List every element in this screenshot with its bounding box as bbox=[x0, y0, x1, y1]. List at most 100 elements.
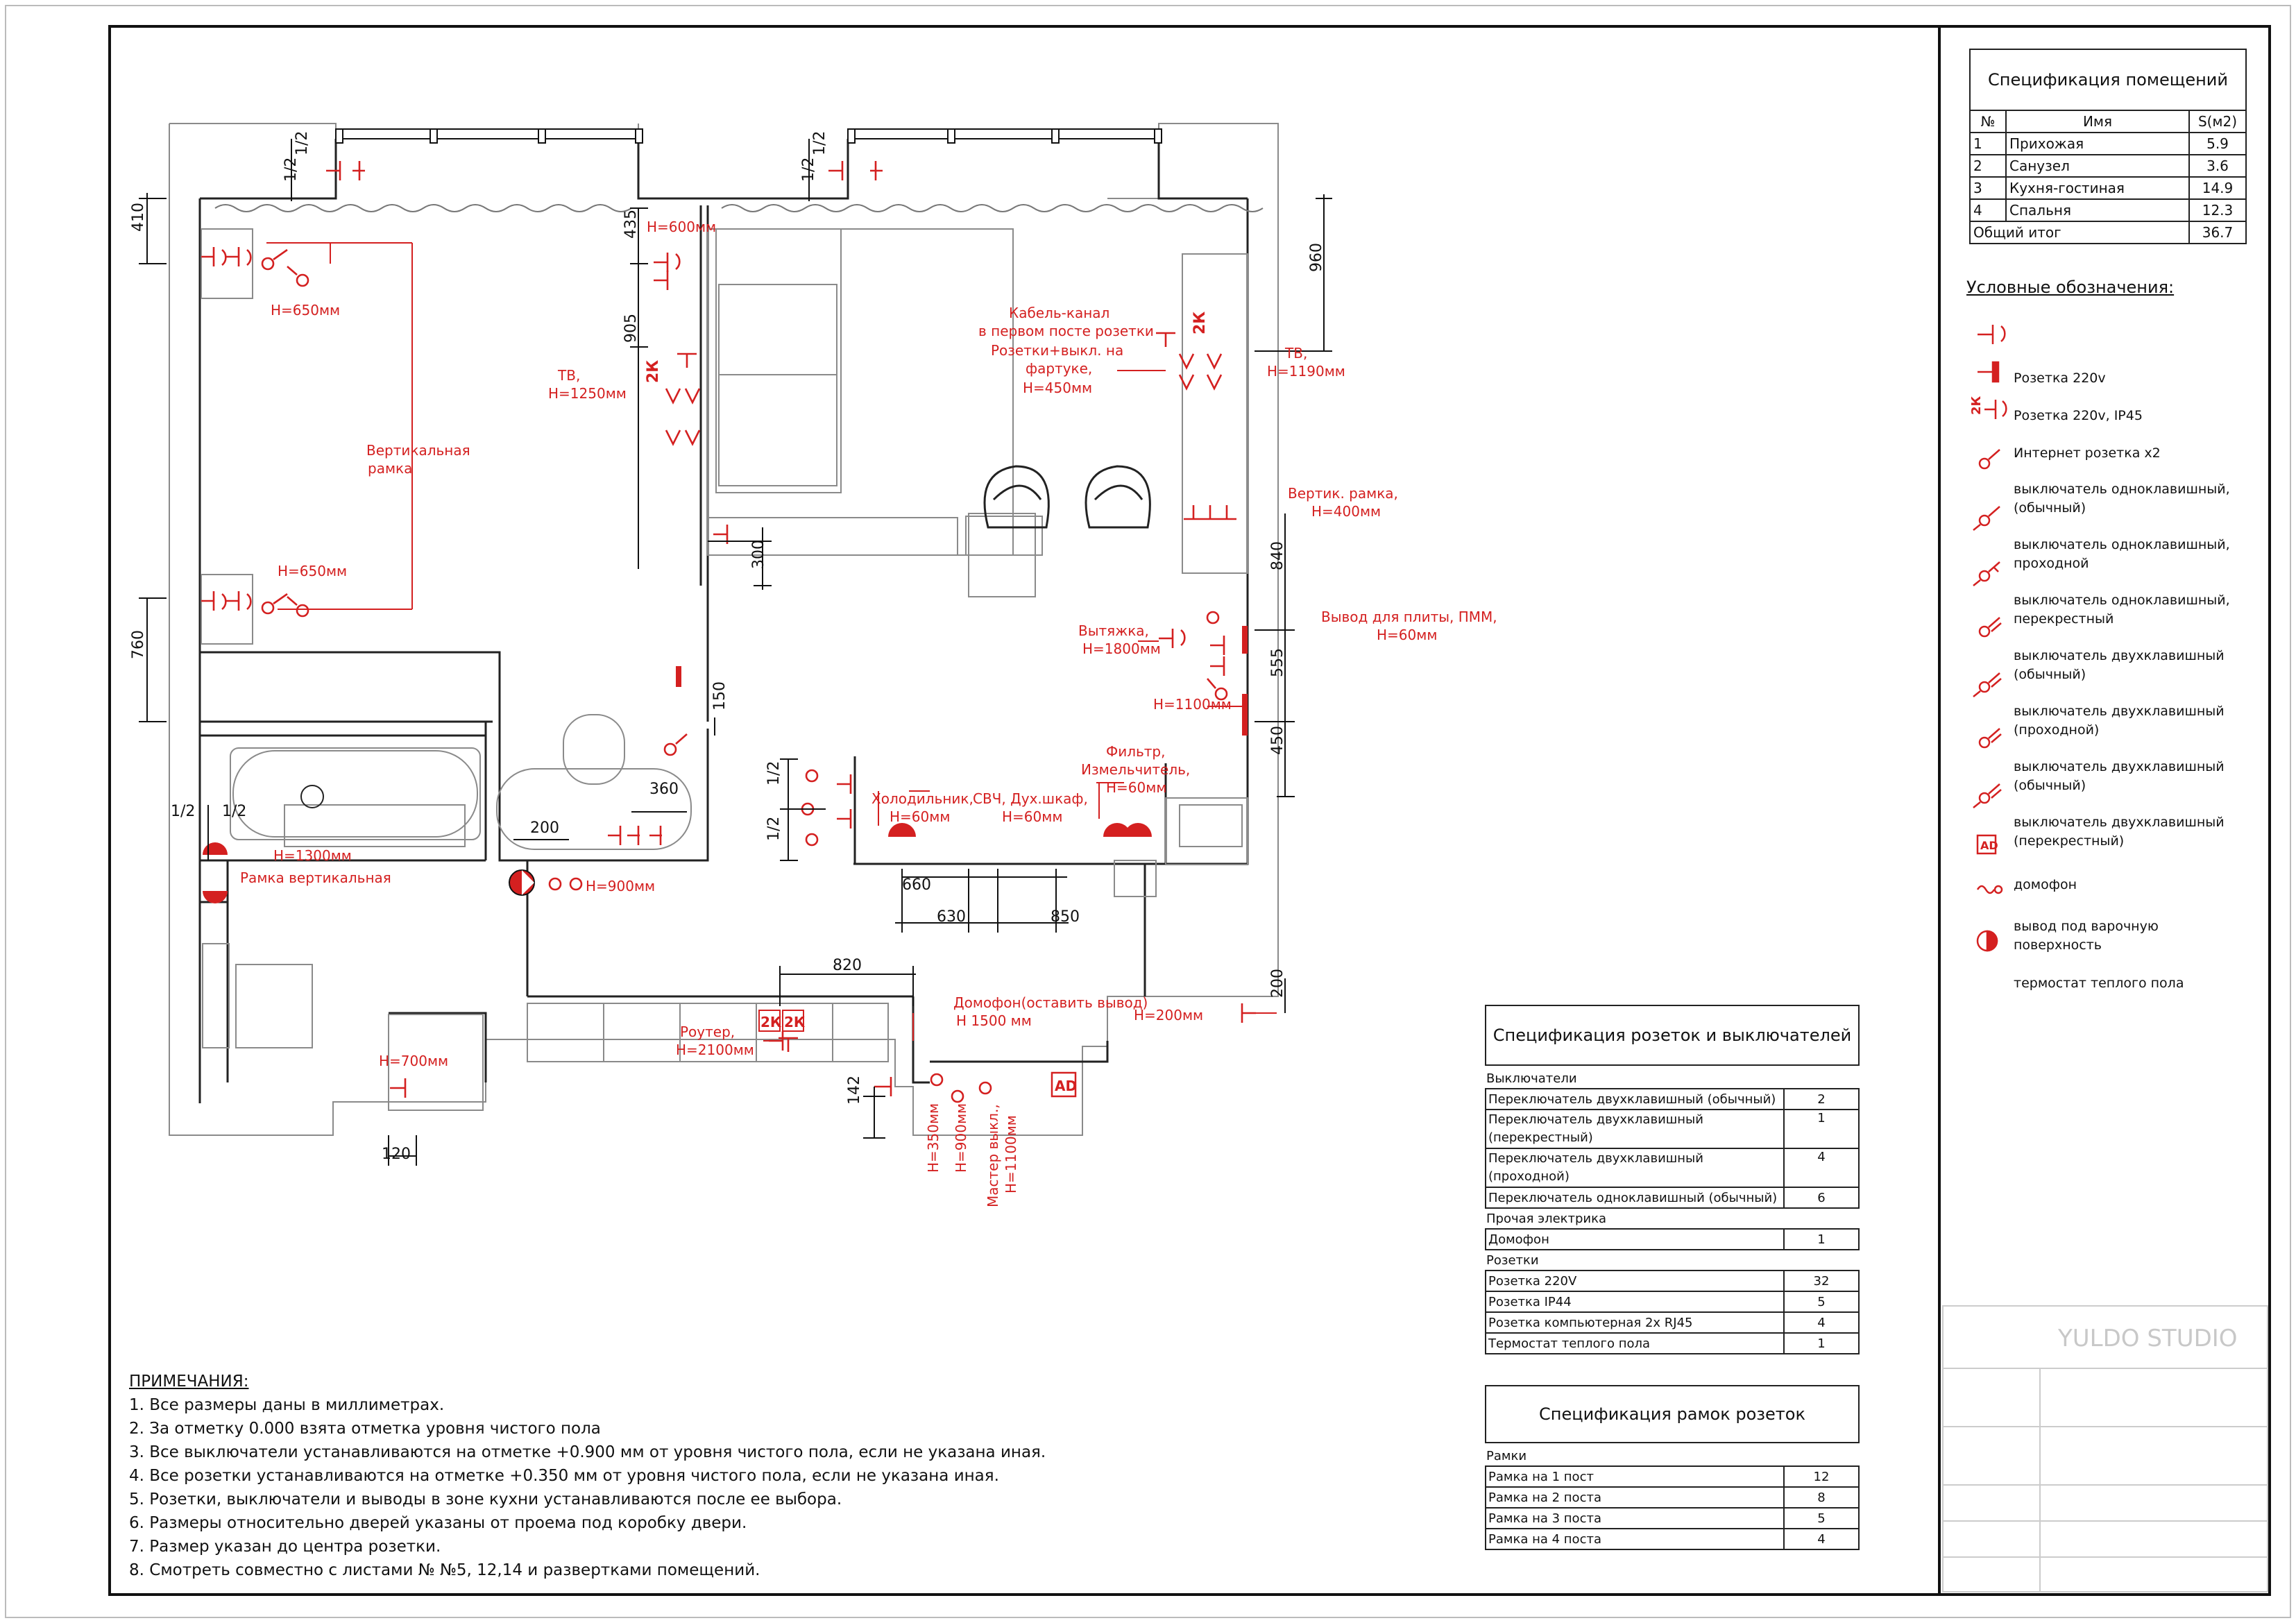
legend-item: Розетка 220v, IP45 bbox=[2014, 408, 2143, 423]
svg-text:2К: 2К bbox=[1969, 396, 1984, 415]
svg-text:Н=1100мм: Н=1100мм bbox=[1003, 1115, 1019, 1193]
svg-text:Вертикальная: Вертикальная bbox=[366, 442, 470, 459]
svg-text:Н=1190мм: Н=1190мм bbox=[1267, 363, 1345, 380]
table-row: 3 Кухня-гостиная 14.9 bbox=[1969, 176, 2247, 200]
svg-text:1/2: 1/2 bbox=[171, 803, 195, 820]
svg-text:Н=900мм: Н=900мм bbox=[953, 1103, 969, 1173]
svg-text:360: 360 bbox=[649, 781, 679, 798]
section-label: Прочая электрика bbox=[1486, 1211, 1607, 1226]
switch-single-icon bbox=[1978, 449, 2000, 470]
table-row: 2 Санузел 3.6 bbox=[1969, 154, 2247, 178]
plan-annotations: Н=650мм Н=600мм ТВ, Н=1250мм Вертикальна… bbox=[240, 219, 1497, 1207]
svg-text:1/2: 1/2 bbox=[800, 158, 817, 182]
svg-text:Фильтр,: Фильтр, bbox=[1106, 743, 1166, 760]
col-area: S(м2) bbox=[2188, 110, 2247, 133]
note-item: 6. Размеры относительно дверей указаны о… bbox=[129, 1514, 747, 1532]
col-name: Имя bbox=[2005, 110, 2190, 133]
svg-text:Н=60мм: Н=60мм bbox=[890, 808, 950, 825]
electrical-symbols bbox=[201, 161, 1256, 1103]
switch-double-2-icon bbox=[1978, 728, 2002, 749]
svg-text:Измельчитель,: Измельчитель, bbox=[1081, 761, 1190, 778]
table-total-row: Общий итог 36.7 bbox=[1969, 221, 2247, 244]
switch-single-pass-icon bbox=[1973, 506, 2000, 531]
notes-title: ПРИМЕЧАНИЯ: bbox=[129, 1373, 249, 1391]
svg-text:Мастер выкл.,: Мастер выкл., bbox=[985, 1104, 1001, 1207]
note-item: 5. Розетки, выключатели и выводы в зоне … bbox=[129, 1490, 842, 1509]
table-row: 1 Прихожая 5.9 bbox=[1969, 132, 2247, 155]
svg-text:Холодильник,: Холодильник, bbox=[871, 790, 973, 807]
note-item: 8. Смотреть совместно с листами № №5, 12… bbox=[129, 1561, 760, 1579]
svg-text:630: 630 bbox=[937, 908, 966, 926]
svg-text:410: 410 bbox=[130, 203, 147, 232]
svg-text:Н=900мм: Н=900мм bbox=[586, 878, 655, 894]
svg-text:Н=650мм: Н=650мм bbox=[278, 563, 347, 579]
section-label: Розетки bbox=[1486, 1252, 1539, 1268]
furniture bbox=[201, 228, 1248, 1111]
table-header-row: № Имя S(м2) bbox=[1969, 110, 2247, 133]
svg-text:142: 142 bbox=[846, 1076, 863, 1105]
svg-text:120: 120 bbox=[382, 1146, 411, 1163]
frame-spec-title: Спецификация рамок розеток bbox=[1485, 1385, 1860, 1443]
svg-text:Розетки+выкл. на: Розетки+выкл. на bbox=[991, 342, 1123, 359]
svg-text:Н=1100мм: Н=1100мм bbox=[1153, 696, 1232, 713]
svg-text:Н=60мм: Н=60мм bbox=[1106, 779, 1166, 796]
svg-text:Н=350мм: Н=350мм bbox=[925, 1103, 942, 1173]
dimension-labels: 410 435 905 760 300 960 840 555 450 200 … bbox=[130, 131, 1325, 1163]
table-row: Переключатель двухклавишный (обычный)2 bbox=[1485, 1088, 1860, 1110]
svg-text:2К: 2К bbox=[760, 1014, 782, 1030]
legend-icons bbox=[1973, 325, 2007, 952]
svg-text:960: 960 bbox=[1308, 243, 1325, 272]
socket-spec-title: Спецификация розеток и выключателей bbox=[1485, 1005, 1860, 1066]
socket-spec-table: Спецификация розеток и выключателей Выкл… bbox=[1485, 1005, 1860, 1354]
room-spec-table: Спецификация помещений № Имя S(м2) 1 При… bbox=[1969, 49, 2247, 244]
internet-socket-marks: 2К 2К 2К 2К AD bbox=[637, 312, 1209, 1098]
svg-text:660: 660 bbox=[902, 876, 931, 894]
svg-text:Н=2100мм: Н=2100мм bbox=[676, 1042, 754, 1058]
legend-item: выключатель двухклавишный (обычный) bbox=[2014, 759, 2225, 793]
legend-item: выключатель двухклавишный (обычный) bbox=[2014, 648, 2225, 682]
svg-text:Домофон(оставить вывод): Домофон(оставить вывод) bbox=[953, 994, 1148, 1011]
socket-220v-icon bbox=[1978, 325, 2006, 344]
intercom-icon bbox=[1976, 834, 1997, 855]
svg-text:1/2: 1/2 bbox=[222, 803, 246, 820]
svg-text:300: 300 bbox=[750, 540, 767, 569]
legend-item: выключатель двухклавишный (перекрестный) bbox=[2014, 815, 2225, 849]
section-label: Рамки bbox=[1486, 1448, 1527, 1463]
floor-thermostat-icon bbox=[1976, 930, 1998, 952]
note-item: 7. Размер указан до центра розетки. bbox=[129, 1538, 441, 1556]
svg-text:AD: AD bbox=[1980, 839, 1998, 852]
sheet-frame bbox=[108, 25, 2271, 1596]
studio-name: YULDO STUDIO bbox=[2057, 1325, 2238, 1352]
svg-text:760: 760 bbox=[130, 630, 147, 659]
svg-text:2К: 2К bbox=[784, 1014, 806, 1030]
svg-text:820: 820 bbox=[833, 957, 862, 974]
dimension-lines bbox=[139, 139, 1332, 1166]
note-item: 3. Все выключатели устанавливаются на от… bbox=[129, 1443, 1046, 1461]
legend-item: выключатель одноклавишный, (обычный) bbox=[2014, 482, 2230, 516]
svg-text:Н=700мм: Н=700мм bbox=[379, 1053, 448, 1069]
svg-text:Н=60мм: Н=60мм bbox=[1377, 627, 1437, 643]
svg-text:фартуке,: фартуке, bbox=[1026, 360, 1092, 377]
svg-text:555: 555 bbox=[1269, 648, 1286, 677]
svg-text:200: 200 bbox=[530, 819, 559, 837]
svg-text:Н=200мм: Н=200мм bbox=[1134, 1007, 1203, 1023]
svg-text:Роутер,: Роутер, bbox=[680, 1023, 735, 1040]
table-row: 4 Спальня 12.3 bbox=[1969, 198, 2247, 222]
svg-text:СВЧ, Дух.шкаф,: СВЧ, Дух.шкаф, bbox=[973, 790, 1088, 807]
socket-ip45-icon bbox=[1978, 361, 2000, 383]
svg-text:AD: AD bbox=[1055, 1078, 1077, 1094]
svg-text:1/2: 1/2 bbox=[765, 761, 783, 785]
svg-text:450: 450 bbox=[1269, 726, 1286, 755]
svg-text:Н 1500 мм: Н 1500 мм bbox=[956, 1012, 1032, 1029]
legend-item: выключатель одноклавишный, проходной bbox=[2014, 537, 2230, 571]
legend-item: домофон bbox=[2014, 877, 2077, 892]
switch-double-icon bbox=[1978, 617, 2002, 638]
legend-item: выключатель одноклавишный, перекрестный bbox=[2014, 593, 2230, 627]
legend-item: вывод под варочную поверхность bbox=[2014, 919, 2159, 953]
